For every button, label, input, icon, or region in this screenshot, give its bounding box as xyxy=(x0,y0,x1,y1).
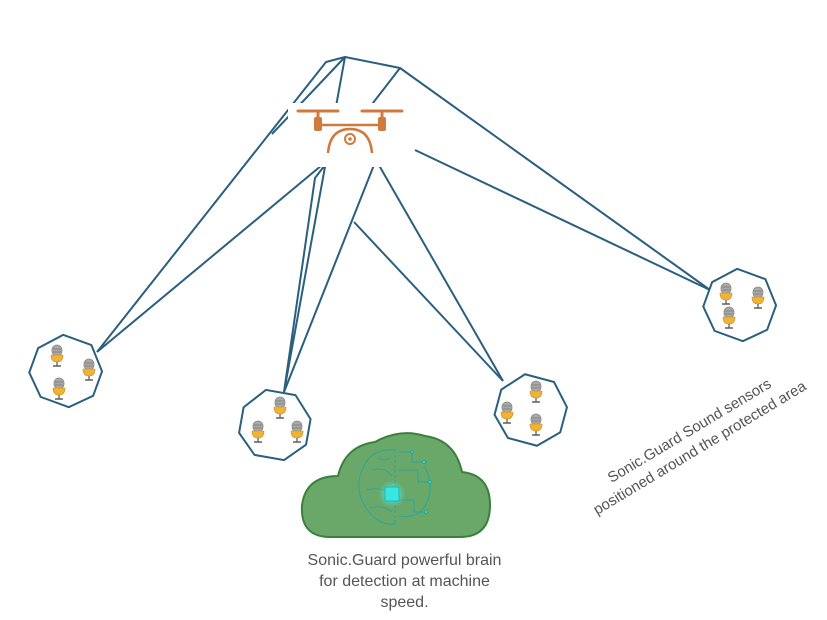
cloud-brain-icon xyxy=(300,432,492,538)
link-sensor-center-right-b xyxy=(375,159,504,382)
link-sensor-left xyxy=(96,56,346,353)
sensor-cluster-left xyxy=(28,333,104,409)
sensor-cluster-icon xyxy=(702,267,778,343)
link-sensor-left-b xyxy=(96,164,323,353)
link-sensor-right xyxy=(399,67,711,291)
drone-icon xyxy=(288,103,412,167)
chip-icon xyxy=(384,486,400,502)
sensor-cluster-right xyxy=(702,267,778,343)
sensor-cluster-icon xyxy=(493,373,569,447)
sensor-cluster-center-left xyxy=(238,388,312,462)
brain-caption-line: Sonic.Guard powerful brain xyxy=(307,552,502,569)
link-sensor-center-right xyxy=(353,221,504,382)
link-sensor-center-left-b xyxy=(283,164,375,393)
brain-caption-line: speed. xyxy=(380,594,429,611)
sensor-cluster-center-right xyxy=(493,373,569,447)
connection-lines xyxy=(96,56,711,393)
sensor-cluster-icon xyxy=(238,388,312,462)
brain-caption-line: for detection at machine xyxy=(319,573,490,590)
link-sensor-right-b xyxy=(414,149,711,291)
sensor-cluster-icon xyxy=(28,333,104,409)
brain-caption: Sonic.Guard powerful brain for detection… xyxy=(272,550,537,613)
